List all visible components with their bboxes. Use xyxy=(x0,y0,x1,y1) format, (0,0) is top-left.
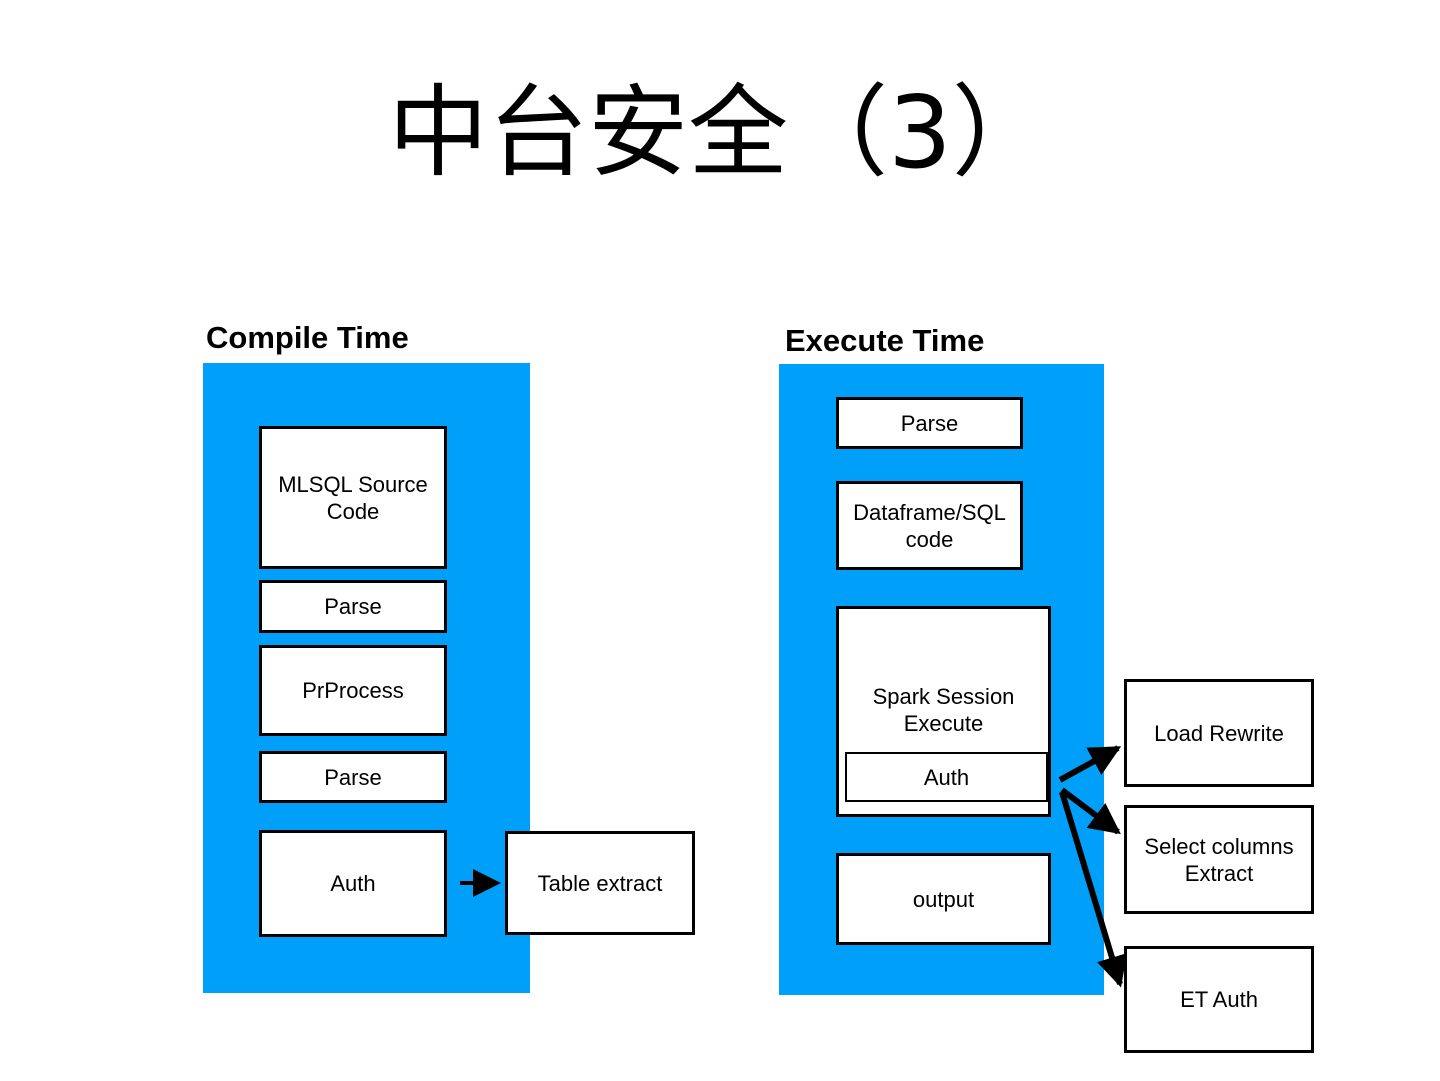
node-prprocess[interactable]: PrProcess xyxy=(259,645,447,736)
node-compile-parse-1[interactable]: Parse xyxy=(259,580,447,633)
node-compile-parse-2[interactable]: Parse xyxy=(259,751,447,803)
node-spark-session-execute-label: Spark Session Execute xyxy=(872,684,1015,736)
node-et-auth[interactable]: ET Auth xyxy=(1124,946,1314,1053)
node-mlsql-source-code[interactable]: MLSQL Source Code xyxy=(259,426,447,569)
node-load-rewrite[interactable]: Load Rewrite xyxy=(1124,679,1314,787)
node-select-columns-extract[interactable]: Select columns Extract xyxy=(1124,805,1314,914)
node-output[interactable]: output xyxy=(836,853,1051,945)
node-compile-auth[interactable]: Auth xyxy=(259,830,447,937)
node-dataframe-sql-code[interactable]: Dataframe/SQL code xyxy=(836,481,1023,570)
node-spark-session-auth[interactable]: Auth xyxy=(845,752,1048,802)
node-table-extract[interactable]: Table extract xyxy=(505,831,695,935)
node-execute-parse[interactable]: Parse xyxy=(836,397,1023,449)
page-title: 中台安全（3） xyxy=(388,74,1052,191)
execute-time-header: Execute Time xyxy=(785,323,985,358)
compile-time-header: Compile Time xyxy=(206,320,409,355)
node-spark-session-execute[interactable]: Spark Session Execute Auth xyxy=(836,606,1051,817)
